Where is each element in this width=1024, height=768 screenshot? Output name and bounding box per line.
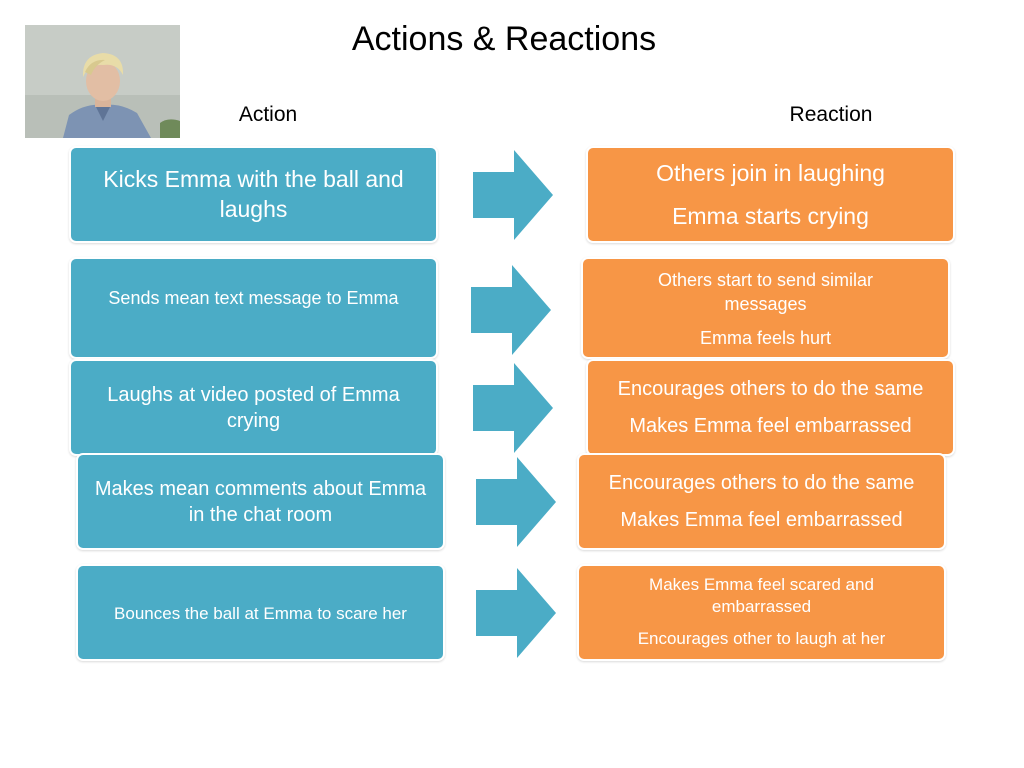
reaction-text: Makes Emma feel embarrassed xyxy=(629,415,912,437)
reaction-column-header: Reaction xyxy=(789,103,873,126)
action-text: Laughs at video posted of Emma crying xyxy=(107,384,400,432)
arrow-right-icon xyxy=(476,568,556,658)
boy-photo xyxy=(25,25,180,138)
arrow-right-icon xyxy=(476,457,556,547)
reaction-box: Makes Emma feel scared and embarrassed E… xyxy=(577,564,946,661)
reaction-text: Others join in laughing xyxy=(656,160,885,186)
reaction-text: Encourages other to laugh at her xyxy=(637,629,886,648)
arrow-right-icon xyxy=(471,265,551,355)
action-text: Bounces the ball at Emma to scare her xyxy=(114,604,407,623)
action-box: Sends mean text message to Emma xyxy=(69,257,438,359)
action-text: Makes mean comments about Emma in the ch… xyxy=(94,478,427,526)
arrow-right-icon xyxy=(473,150,553,240)
reaction-text: Makes Emma feel scared and embarrassed xyxy=(649,575,874,616)
action-column-header: Action xyxy=(238,103,298,126)
reaction-box: Others join in laughing Emma starts cryi… xyxy=(586,146,955,243)
reaction-text: Emma starts crying xyxy=(672,203,869,229)
action-box: Bounces the ball at Emma to scare her xyxy=(76,564,445,661)
reaction-box: Encourages others to do the same Makes E… xyxy=(577,453,946,550)
action-box: Kicks Emma with the ball and laughs xyxy=(69,146,438,243)
slide-title: Actions & Reactions xyxy=(351,20,657,58)
action-box: Makes mean comments about Emma in the ch… xyxy=(76,453,445,550)
reaction-text: Makes Emma feel embarrassed xyxy=(620,509,903,531)
reaction-text: Encourages others to do the same xyxy=(608,472,915,494)
action-text: Sends mean text message to Emma xyxy=(108,288,399,308)
arrow-right-icon xyxy=(473,363,553,453)
reaction-text: Others start to send similar messages xyxy=(657,270,874,314)
boy-photo-image xyxy=(25,25,180,138)
reaction-box: Others start to send similar messages Em… xyxy=(581,257,950,359)
action-box: Laughs at video posted of Emma crying xyxy=(69,359,438,456)
action-text: Kicks Emma with the ball and laughs xyxy=(103,166,404,222)
reaction-text: Encourages others to do the same xyxy=(617,378,924,400)
reaction-text: Emma feels hurt xyxy=(699,328,832,348)
reaction-box: Encourages others to do the same Makes E… xyxy=(586,359,955,456)
